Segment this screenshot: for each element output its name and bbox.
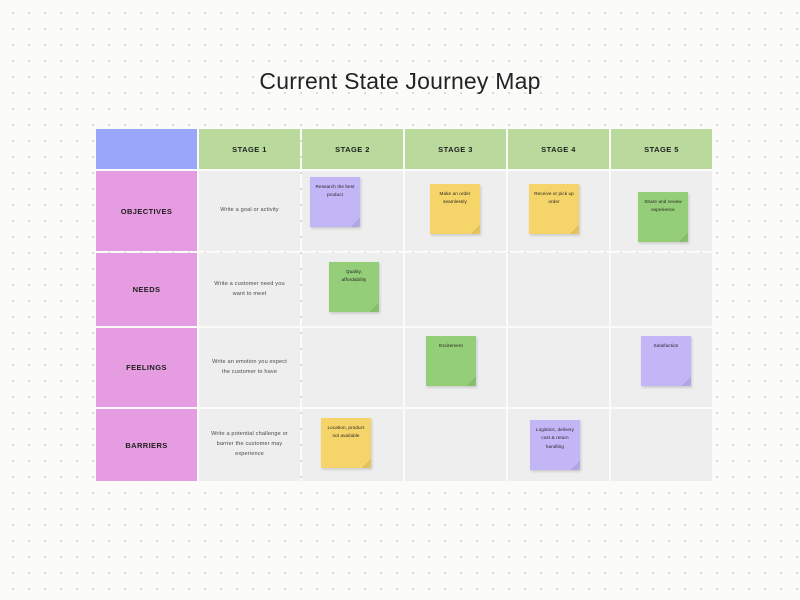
stage-header-2[interactable]: STAGE 2 — [302, 129, 403, 169]
cell-feelings-stage-1[interactable]: Write an emotion you expect the customer… — [199, 328, 300, 407]
sticky-note[interactable]: Satisfaction — [641, 336, 691, 386]
journey-map-grid: STAGE 1 STAGE 2 STAGE 3 STAGE 4 STAGE 5 … — [96, 129, 712, 481]
cell-needs-stage-1[interactable]: Write a customer need you want to meet — [199, 253, 300, 326]
row-label-text: NEEDS — [132, 285, 161, 294]
stage-header-label: STAGE 4 — [541, 144, 576, 154]
cell-objectives-stage-2[interactable]: Research the best product — [302, 171, 403, 251]
cell-objectives-stage-5[interactable]: Share and review experience — [611, 171, 712, 251]
row-label-text: BARRIERS — [125, 440, 168, 450]
cell-barriers-stage-2[interactable]: Location, product not available — [302, 409, 403, 481]
cell-feelings-stage-3[interactable]: Excitement — [405, 328, 506, 407]
prompt-text: Write an emotion you expect the customer… — [212, 358, 287, 375]
cell-objectives-stage-4[interactable]: Receive or pick up order — [508, 171, 609, 251]
cell-barriers-stage-5[interactable] — [611, 409, 712, 481]
stage-header-label: STAGE 1 — [232, 144, 267, 154]
sticky-note-text: Make an order seamlessly — [439, 191, 471, 205]
row-label-text: OBJECTIVES — [120, 206, 173, 216]
row-label-feelings[interactable]: FEELINGS — [96, 328, 197, 407]
sticky-note-text: Excitement — [439, 343, 463, 348]
stage-header-1[interactable]: STAGE 1 — [199, 129, 300, 169]
grid-corner-cell[interactable] — [96, 129, 197, 169]
sticky-note-text: Share and review experience — [644, 199, 682, 213]
prompt-text: Write a customer need you want to meet — [214, 280, 285, 297]
sticky-note[interactable]: Share and review experience — [638, 192, 688, 242]
sticky-note[interactable]: Make an order seamlessly — [430, 184, 480, 234]
cell-feelings-stage-5[interactable]: Satisfaction — [611, 328, 712, 407]
sticky-note-text: Quality, affordability — [341, 269, 367, 283]
cell-barriers-stage-4[interactable]: Logistics, delivery cost & return handli… — [508, 409, 609, 481]
sticky-note[interactable]: Location, product not available — [321, 418, 371, 468]
stage-header-label: STAGE 2 — [335, 144, 370, 154]
cell-barriers-stage-3[interactable] — [405, 409, 506, 481]
stage-header-3[interactable]: STAGE 3 — [405, 129, 506, 169]
cell-needs-stage-5[interactable] — [611, 253, 712, 326]
row-label-text: FEELINGS — [126, 363, 167, 372]
cell-needs-stage-4[interactable] — [508, 253, 609, 326]
prompt-text: Write a goal or activity — [220, 207, 279, 214]
stage-header-4[interactable]: STAGE 4 — [508, 129, 609, 169]
stage-header-5[interactable]: STAGE 5 — [611, 129, 712, 169]
cell-feelings-stage-4[interactable] — [508, 328, 609, 407]
cell-barriers-stage-1[interactable]: Write a potential challenge or barrier t… — [199, 409, 300, 481]
sticky-note-text: Receive or pick up order — [534, 191, 574, 205]
page-title: Current State Journey Map — [259, 68, 541, 94]
sticky-note[interactable]: Quality, affordability — [329, 262, 379, 312]
stage-header-label: STAGE 3 — [438, 144, 473, 154]
sticky-note[interactable]: Receive or pick up order — [529, 184, 579, 234]
cell-needs-stage-3[interactable] — [405, 253, 506, 326]
cell-objectives-stage-3[interactable]: Make an order seamlessly — [405, 171, 506, 251]
stage-header-label: STAGE 5 — [644, 144, 679, 154]
sticky-note-text: Satisfaction — [653, 343, 679, 348]
row-label-barriers[interactable]: BARRIERS — [96, 409, 197, 481]
sticky-note[interactable]: Research the best product — [310, 177, 360, 227]
cell-feelings-stage-2[interactable] — [302, 328, 403, 407]
sticky-note[interactable]: Excitement — [426, 336, 476, 386]
sticky-note[interactable]: Logistics, delivery cost & return handli… — [530, 420, 580, 470]
row-label-needs[interactable]: NEEDS — [96, 253, 197, 326]
sticky-note-text: Location, product not available — [327, 425, 365, 439]
prompt-text: Write a potential challenge or barrier t… — [211, 431, 288, 457]
sticky-note-text: Research the best product — [315, 184, 355, 198]
cell-needs-stage-2[interactable]: Quality, affordability — [302, 253, 403, 326]
cell-objectives-stage-1[interactable]: Write a goal or activity — [199, 171, 300, 251]
row-label-objectives[interactable]: OBJECTIVES — [96, 171, 197, 251]
sticky-note-text: Logistics, delivery cost & return handli… — [535, 427, 575, 449]
